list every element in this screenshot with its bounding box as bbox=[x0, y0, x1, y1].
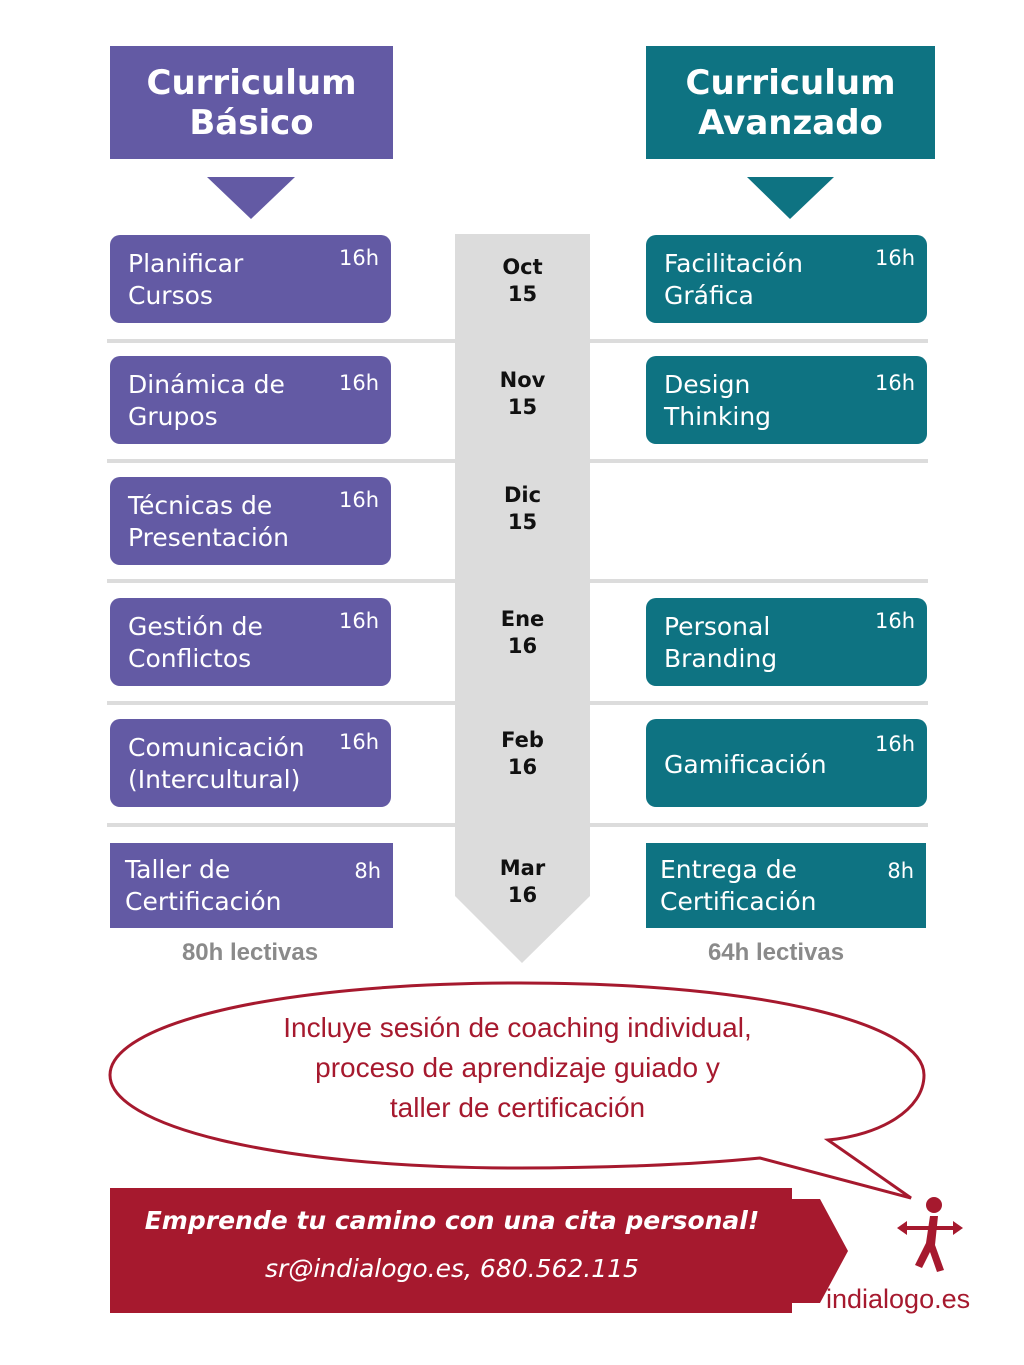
cta-contact[interactable]: sr@indialogo.es, 680.562.115 bbox=[265, 1254, 639, 1283]
timeline-date-nov-15: Nov 15 bbox=[499, 368, 546, 419]
timeline-date-feb-16: Feb 16 bbox=[501, 728, 544, 779]
advanced-down-arrow bbox=[747, 177, 834, 219]
timeline-date-oct-15: Oct 15 bbox=[502, 255, 543, 306]
course-hours: 16h bbox=[338, 609, 379, 633]
header-line-2: Avanzado bbox=[698, 102, 883, 143]
curriculum-basico-header: Curriculum Básico bbox=[110, 46, 393, 159]
course-hours: 8h bbox=[887, 859, 914, 883]
basic-down-arrow bbox=[207, 177, 295, 219]
advanced-total-hours: 64h lectivas bbox=[707, 939, 845, 966]
course-hours: 16h bbox=[874, 732, 915, 756]
course-card-dinamica-de-grupos: Dinámica de Grupos 16h bbox=[110, 356, 391, 444]
course-card-tecnicas-de-presentacion: Técnicas de Presentación 16h bbox=[110, 477, 391, 565]
header-line-2: Básico bbox=[189, 102, 314, 143]
course-title: Planificar Cursos bbox=[128, 249, 244, 310]
course-card-entrega-de-certificacion: Entrega de Certificación 8h bbox=[646, 843, 926, 928]
timeline-arrow bbox=[455, 234, 590, 963]
speech-bubble bbox=[108, 981, 926, 1200]
course-hours: 16h bbox=[874, 609, 915, 633]
curriculum-avanzado-header: Curriculum Avanzado bbox=[646, 46, 935, 159]
row-separator bbox=[107, 579, 928, 583]
course-title: Entrega de Certificación bbox=[660, 855, 817, 916]
course-hours: 16h bbox=[874, 246, 915, 270]
course-hours: 16h bbox=[874, 371, 915, 395]
course-card-gamificacion: Gamificación 16h bbox=[646, 719, 927, 807]
course-title: Facilitación Gráfica bbox=[664, 249, 803, 310]
course-card-comunicacion-intercultural: Comunicación (Intercultural) 16h bbox=[110, 719, 391, 807]
cta-arrow-block bbox=[110, 1188, 848, 1313]
course-title: Gamificación bbox=[664, 750, 827, 779]
course-title: Comunicación (Intercultural) bbox=[128, 733, 305, 794]
row-separator bbox=[107, 701, 928, 705]
course-title: Dinámica de Grupos bbox=[128, 370, 285, 431]
course-card-design-thinking: Design Thinking 16h bbox=[646, 356, 927, 444]
course-hours: 8h bbox=[354, 859, 381, 883]
course-card-planificar-cursos: Planificar Cursos 16h bbox=[110, 235, 391, 323]
speech-bubble-text: Incluye sesión de coaching individual, p… bbox=[283, 1012, 752, 1123]
cta-title: Emprende tu camino con una cita personal… bbox=[144, 1206, 760, 1235]
course-hours: 16h bbox=[338, 730, 379, 754]
brand-name[interactable]: indialogo.es bbox=[826, 1284, 971, 1314]
header-line-1: Curriculum bbox=[146, 62, 357, 103]
header-line-1: Curriculum bbox=[685, 62, 896, 103]
course-title: Técnicas de Presentación bbox=[128, 491, 289, 552]
row-separator bbox=[107, 339, 928, 343]
course-hours: 16h bbox=[338, 246, 379, 270]
timeline-date-mar-16: Mar 16 bbox=[499, 856, 546, 907]
course-title: Personal Branding bbox=[664, 612, 778, 673]
course-title: Gestión de Conflictos bbox=[128, 612, 263, 673]
timeline-date-ene-16: Ene 16 bbox=[500, 607, 545, 658]
course-card-facilitacion-grafica: Facilitación Gráfica 16h bbox=[646, 235, 927, 323]
course-title: Design Thinking bbox=[664, 370, 772, 431]
course-title: Taller de Certificación bbox=[125, 855, 282, 916]
basic-total-hours: 80h lectivas bbox=[181, 939, 319, 966]
course-card-personal-branding: Personal Branding 16h bbox=[646, 598, 927, 686]
indialogo-logo-icon bbox=[897, 1197, 963, 1272]
course-card-taller-de-certificacion: Taller de Certificación 8h bbox=[110, 843, 393, 928]
row-separator bbox=[107, 823, 928, 827]
row-separator bbox=[107, 459, 928, 463]
course-hours: 16h bbox=[338, 488, 379, 512]
course-card-gestion-de-conflictos: Gestión de Conflictos 16h bbox=[110, 598, 391, 686]
course-hours: 16h bbox=[338, 371, 379, 395]
timeline-date-dic-15: Dic 15 bbox=[503, 483, 542, 534]
